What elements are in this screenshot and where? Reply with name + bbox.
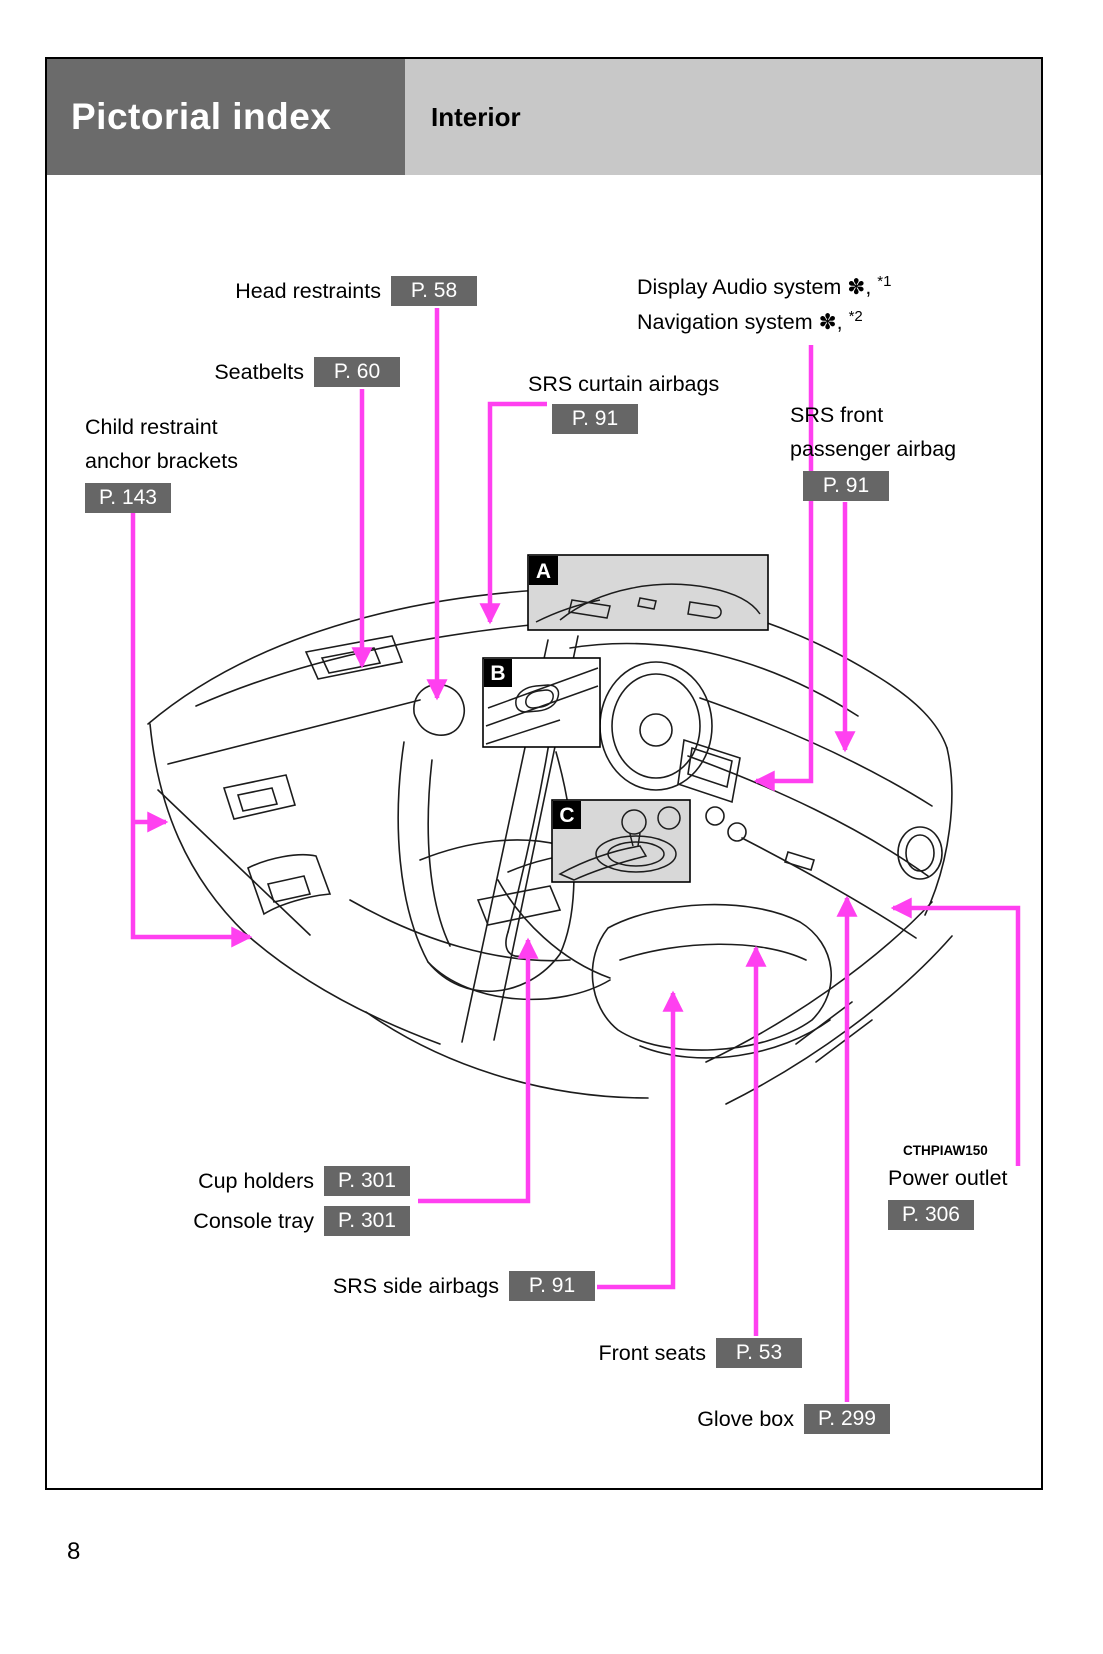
- label-srs-curtain: SRS curtain airbags P. 91: [528, 371, 719, 434]
- section-title-bar: Pictorial index: [47, 59, 405, 175]
- label-text-line1: Child restraint: [85, 415, 218, 439]
- label-text: SRS curtain airbags: [528, 372, 720, 396]
- page-ref-badge: P. 91: [509, 1271, 595, 1301]
- label-text-line1: SRS front: [790, 403, 884, 427]
- label-text-line2: anchor brackets: [85, 449, 238, 473]
- figure-code: CTHPIAW150: [903, 1143, 988, 1158]
- page-number: 8: [67, 1538, 81, 1565]
- page-ref-badge: P. 306: [888, 1200, 974, 1230]
- page-ref-badge: P. 301: [324, 1166, 410, 1196]
- label-text: Seatbelts: [214, 359, 304, 384]
- label-cup-holders: Cup holders P. 301: [198, 1166, 410, 1196]
- arrow-cup-holders: [418, 937, 539, 1204]
- label-text: Cup holders: [198, 1168, 314, 1193]
- label-text-line1: Display Audio system ✽, *1: [637, 272, 892, 299]
- page-ref-badge: P. 299: [804, 1404, 890, 1434]
- inset-a-marker: A: [536, 560, 551, 583]
- label-text: SRS side airbags: [332, 1273, 499, 1298]
- label-text: Front seats: [598, 1340, 706, 1365]
- section-subtitle-bar: Interior: [405, 59, 1041, 175]
- page-ref-badge: P. 60: [314, 357, 400, 387]
- arrow-power-outlet: [890, 897, 1021, 1166]
- label-child-restraint: Child restraint anchor brackets P. 143: [85, 410, 238, 514]
- inset-c-marker: C: [559, 804, 574, 827]
- page-ref-badge: P. 91: [552, 404, 638, 434]
- label-power-outlet: Power outlet P. 306: [888, 1164, 1008, 1230]
- page-ref-badge: P. 53: [716, 1338, 802, 1368]
- label-head-restraints: Head restraints P. 58: [235, 276, 477, 306]
- page-ref-badge: P. 301: [324, 1206, 410, 1236]
- inset-b-marker: B: [490, 662, 505, 685]
- page-ref-badge: P. 143: [85, 483, 171, 513]
- label-front-seats: Front seats P. 53: [598, 1338, 802, 1368]
- page-title: Pictorial index: [71, 96, 332, 137]
- label-console-tray: Console tray P. 301: [193, 1206, 410, 1236]
- label-text-line2: Navigation system ✽, *2: [637, 307, 863, 334]
- inset-b: B: [482, 657, 601, 748]
- arrow-child-restraint-lower: [130, 511, 253, 948]
- label-glove-box: Glove box P. 299: [697, 1404, 890, 1434]
- inset-a: A: [527, 554, 769, 631]
- label-text: Glove box: [697, 1406, 794, 1431]
- page-ref-badge: P. 58: [391, 276, 477, 306]
- arrow-srs-curtain: [479, 401, 547, 625]
- label-text: Power outlet: [888, 1166, 1008, 1190]
- label-seatbelts: Seatbelts P. 60: [214, 357, 400, 387]
- label-display-audio-navigation: Display Audio system ✽, *1 Navigation sy…: [637, 270, 891, 340]
- label-text: Head restraints: [235, 278, 381, 303]
- callout-arrows: [130, 308, 1021, 1402]
- label-text: Console tray: [193, 1208, 314, 1233]
- page-ref-badge: P. 91: [803, 471, 889, 501]
- label-srs-front-passenger-airbag: SRS front passenger airbag P. 91: [790, 398, 956, 502]
- page-subtitle: Interior: [431, 101, 521, 132]
- label-srs-side-airbags: SRS side airbags P. 91: [333, 1271, 595, 1301]
- label-text-line2: passenger airbag: [790, 437, 957, 461]
- arrow-srs-side: [597, 990, 684, 1290]
- inset-c: C: [551, 799, 691, 883]
